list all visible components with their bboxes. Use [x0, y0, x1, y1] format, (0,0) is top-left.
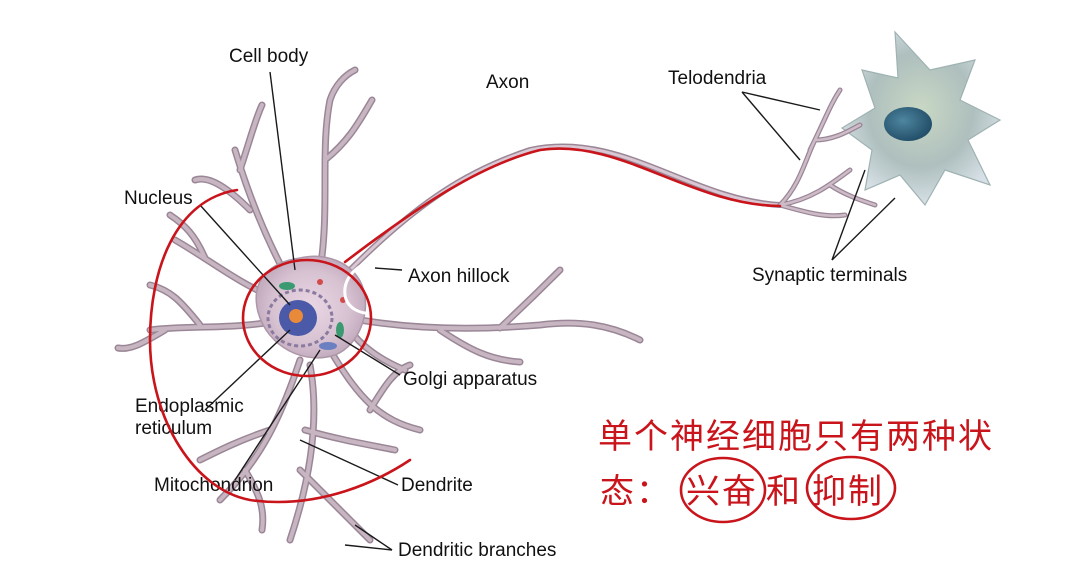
label-synaptic-terminals: Synaptic terminals: [752, 265, 907, 286]
label-telodendria: Telodendria: [668, 68, 767, 89]
red-large-loop: [148, 188, 412, 504]
leader-lines: [199, 71, 896, 551]
note-connector: 和: [766, 472, 802, 512]
label-dendrite: Dendrite: [401, 475, 473, 496]
red-circle-excitation: [679, 456, 767, 524]
note-line1: 单个神经细胞只有两种状: [598, 417, 994, 457]
handwritten-note: 单个神经细胞只有两种状 态： 兴奋 和 抑制: [598, 417, 994, 512]
target-cell: [840, 30, 1002, 207]
label-golgi-apparatus: Golgi apparatus: [403, 369, 537, 390]
golgi-apparatus: [319, 342, 337, 350]
red-annotation-strokes: [148, 147, 897, 524]
red-axon-trace: [343, 147, 782, 264]
label-endoplasmic: Endoplasmic: [135, 396, 244, 417]
note-inhibition: 抑制: [812, 472, 884, 512]
axon: [347, 143, 783, 273]
red-soma-circle: [241, 258, 373, 378]
vesicle: [317, 279, 323, 285]
label-reticulum: reticulum: [135, 418, 212, 439]
label-dendritic-branches: Dendritic branches: [398, 540, 556, 561]
note-excitation: 兴奋: [686, 472, 758, 512]
label-axon: Axon: [486, 72, 529, 93]
note-line2-prefix: 态：: [600, 472, 672, 512]
label-axon-hillock: Axon hillock: [408, 266, 510, 287]
nucleolus: [289, 309, 303, 323]
endoplasmic-reticulum: [266, 288, 334, 348]
target-nucleus: [884, 107, 932, 141]
label-nucleus: Nucleus: [124, 188, 193, 209]
mitochondrion-2: [336, 322, 344, 338]
label-cell-body: Cell body: [229, 46, 309, 67]
red-circle-inhibition: [805, 455, 897, 521]
cell-body: [255, 255, 367, 359]
mitochondrion: [279, 282, 295, 290]
axon-hillock-highlight: [343, 260, 376, 315]
telodendria-branches: [777, 87, 878, 219]
